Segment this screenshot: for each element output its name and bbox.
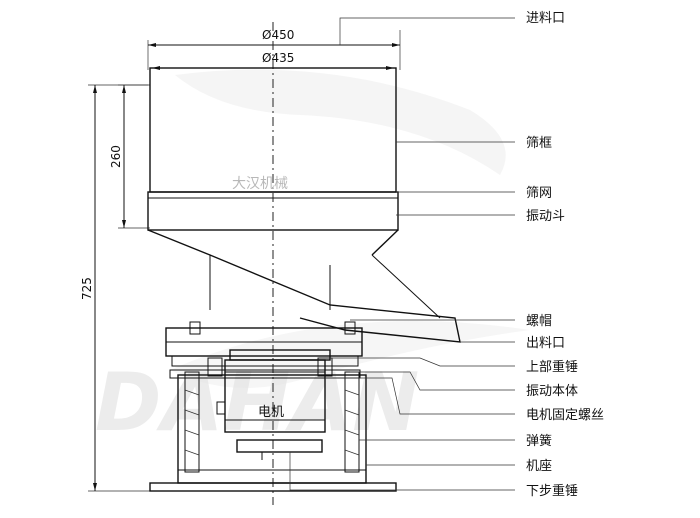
watermark-swoosh <box>170 69 530 388</box>
label-screen-frame: 筛框 <box>526 136 552 151</box>
watermark-text: 大汉机械 <box>232 176 288 192</box>
label-outlet: 出料口 <box>526 336 565 351</box>
label-nut-cap: 螺帽 <box>526 313 552 329</box>
label-spring: 弹簧 <box>526 433 552 449</box>
frame-height-label: 260 <box>109 145 123 168</box>
label-motor-bolt: 电机固定螺丝 <box>526 408 604 423</box>
label-vibrating-hopper: 振动斗 <box>526 209 565 224</box>
total-height-label: 725 <box>80 277 94 300</box>
base <box>149 374 397 492</box>
leader-lines <box>289 17 515 491</box>
inner-diameter-label: Ø435 <box>262 51 294 65</box>
outer-diameter-label: Ø450 <box>262 28 294 42</box>
motor-label: 电机 <box>258 405 284 420</box>
label-upper-weight: 上部重锤 <box>526 359 578 375</box>
dimension-total-height: 725 <box>80 84 150 492</box>
lower-weight <box>236 439 323 460</box>
dimension-frame-height: 260 <box>109 84 150 229</box>
label-lower-weight: 下步重锤 <box>526 483 578 499</box>
vibrating-body <box>165 321 363 379</box>
motor: 电机 <box>216 359 326 433</box>
screen-frame <box>147 67 399 231</box>
dimension-outer-diameter: Ø450 <box>147 28 401 70</box>
label-screen-mesh: 筛网 <box>526 186 552 201</box>
label-base: 机座 <box>526 459 552 474</box>
label-feed-inlet: 进料口 <box>526 11 565 26</box>
label-vibrating-body: 振动本体 <box>526 384 578 399</box>
